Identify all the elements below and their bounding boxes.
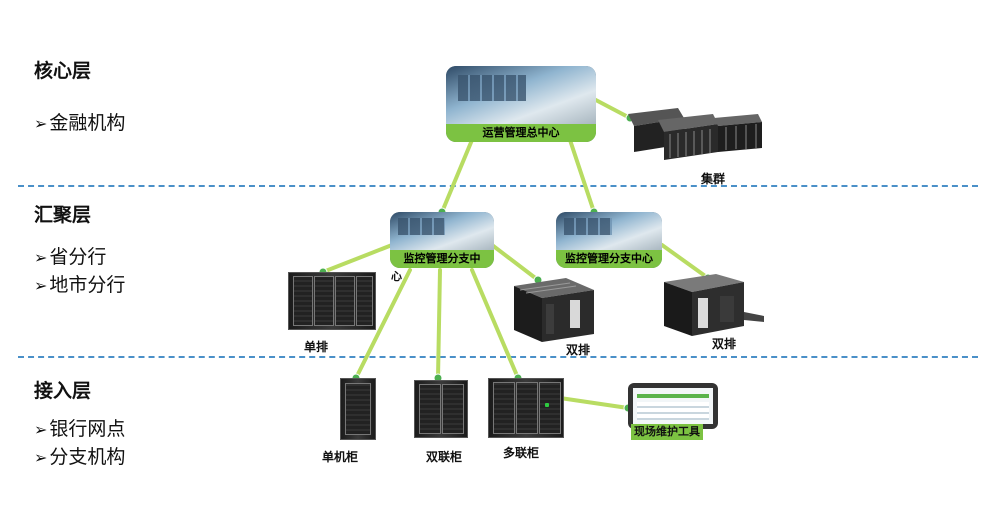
bullet-arrow-icon: ➢ <box>34 248 48 267</box>
aggregation-layer-item: ➢地市分行 <box>34 274 126 296</box>
layer-separator <box>18 185 978 187</box>
link-branch1-dualcab <box>436 268 442 380</box>
branch-center-2-label: 监控管理分支中心 <box>556 250 662 268</box>
multi-cabinet-caption: 多联柜 <box>503 446 540 460</box>
dual-cabinet-caption: 双联柜 <box>426 450 463 464</box>
link-branch1-singlecab <box>354 268 412 380</box>
bullet-arrow-icon: ➢ <box>34 420 48 439</box>
link-branch2-doublerow <box>660 243 710 280</box>
dual-cabinet-image <box>414 380 468 438</box>
tablet-image <box>628 383 718 429</box>
multi-cabinet-image <box>488 378 564 438</box>
single-cabinet-caption: 单机柜 <box>322 450 359 464</box>
branch-center-1-label: 监控管理分支中 <box>390 250 494 268</box>
control-room-image <box>446 66 596 124</box>
cluster-caption: 集群 <box>701 172 726 186</box>
server-cluster-image <box>628 108 762 160</box>
branch-monitoring-center-1: 监控管理分支中 <box>390 212 494 268</box>
maintenance-tool-label: 现场维护工具 <box>631 424 703 440</box>
double-row-1-caption: 双排 <box>566 343 591 357</box>
branch-center-1-label-wrap: 心 <box>391 270 402 283</box>
double-row-cabinet-image-2 <box>664 274 764 336</box>
link-hq-cluster <box>590 96 632 120</box>
double-row-cabinet-image-1 <box>514 278 594 342</box>
link-branch1-singlerow <box>321 243 394 274</box>
hq-operations-center: 运营管理总中心 <box>446 66 596 142</box>
bullet-arrow-icon: ➢ <box>34 448 48 467</box>
link-hq-branch1 <box>440 138 474 214</box>
link-branch1-doublerow <box>490 243 540 282</box>
branch-monitoring-center-2: 监控管理分支中心 <box>556 212 662 268</box>
double-row-2-caption: 双排 <box>712 337 737 351</box>
layer-separator <box>18 356 978 358</box>
link-branch1-multicab <box>470 268 520 380</box>
access-layer-item: ➢银行网点 <box>34 418 126 440</box>
link-hq-branch2 <box>568 138 596 214</box>
control-room-image <box>556 212 662 250</box>
single-cabinet-image <box>340 378 376 440</box>
single-row-caption: 单排 <box>304 340 329 354</box>
bullet-arrow-icon: ➢ <box>34 276 48 295</box>
control-room-image <box>390 212 494 250</box>
link-multicab-tool <box>558 396 630 410</box>
access-layer-item: ➢分支机构 <box>34 446 126 468</box>
aggregation-layer-title: 汇聚层 <box>34 204 92 226</box>
bullet-arrow-icon: ➢ <box>34 114 48 133</box>
hq-label: 运营管理总中心 <box>446 124 596 142</box>
single-row-cabinet-image <box>288 272 376 330</box>
core-layer-item: ➢金融机构 <box>34 112 126 134</box>
access-layer-title: 接入层 <box>34 380 92 402</box>
tablet-screen <box>633 388 713 424</box>
aggregation-layer-item: ➢省分行 <box>34 246 107 268</box>
core-layer-title: 核心层 <box>34 60 92 82</box>
